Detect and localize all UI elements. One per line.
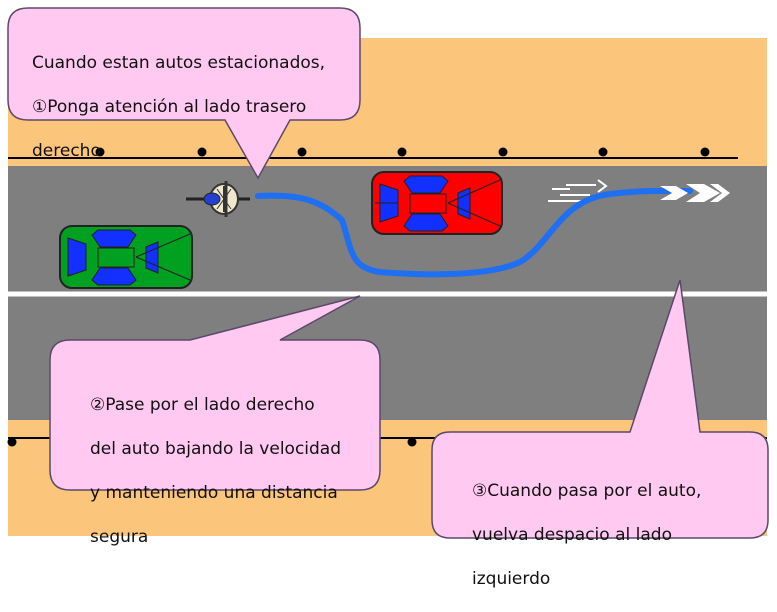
- double-chevron-right-icon: [660, 184, 730, 202]
- callout-top-line1: Cuando estan autos estacionados,: [32, 53, 326, 73]
- callout-top-line3: derecho: [32, 141, 101, 161]
- curb-posts-top: [95, 147, 710, 157]
- callout-top-line2: ①Ponga atención al lado trasero: [32, 97, 307, 117]
- callout-middle-line2: del auto bajando la velocidad: [90, 439, 342, 459]
- callout-middle-text: ②Pase por el lado derecho del auto bajan…: [90, 372, 341, 570]
- path-arrow: [255, 187, 693, 278]
- callout-bottom-line1: ③Cuando pasa por el auto,: [472, 481, 702, 501]
- road-scene: [7, 7, 769, 539]
- callout-bottom-bubble: [431, 279, 769, 539]
- motorcycle-icon: [186, 181, 250, 217]
- callout-middle-line4: segura: [90, 527, 149, 547]
- callout-bottom-line2: vuelva despacio al lado: [472, 525, 672, 545]
- callout-top-bubble: [7, 7, 361, 180]
- callout-bottom-line3: izquierdo: [472, 569, 551, 589]
- curb-posts-bottom: [7, 437, 417, 447]
- callout-top-text: Cuando estan autos estacionados, ①Ponga …: [32, 30, 325, 184]
- callout-bottom-text: ③Cuando pasa por el auto, vuelva despaci…: [472, 458, 701, 612]
- callout-middle-line1: ②Pase por el lado derecho: [90, 395, 315, 415]
- callout-middle-bubble: [49, 295, 381, 491]
- callout-middle-line3: y manteniendo una distancia: [90, 483, 338, 503]
- green-car-icon: [59, 225, 193, 289]
- red-car-icon: [371, 171, 503, 235]
